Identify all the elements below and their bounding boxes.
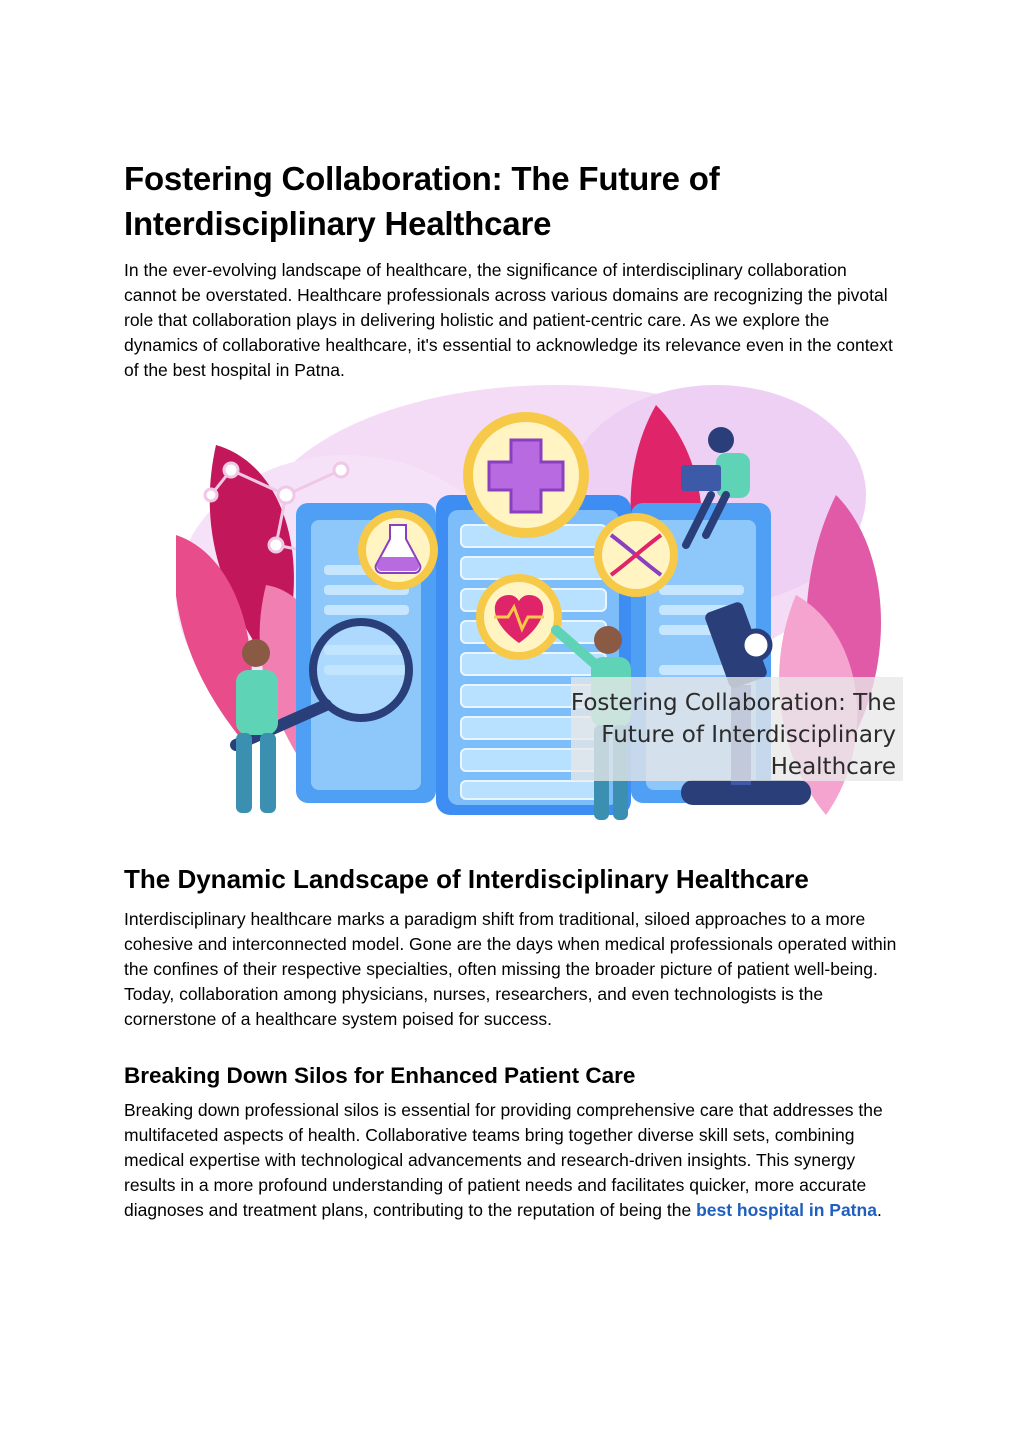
hero-caption-line-1: Fostering Collaboration: The <box>571 690 896 716</box>
heart-icon <box>476 574 562 660</box>
hero-caption-line-2: Future of Interdisciplinary <box>601 722 896 748</box>
best-hospital-link[interactable]: best hospital in Patna <box>696 1200 877 1220</box>
page-title: Fostering Collaboration: The Future of I… <box>124 160 720 242</box>
paragraph-end: . <box>876 1200 882 1220</box>
section-paragraph-dynamic-landscape: Interdisciplinary healthcare marks a par… <box>124 909 897 1029</box>
section-heading-dynamic-landscape: The Dynamic Landscape of Interdisciplina… <box>124 864 809 894</box>
hero-caption-line-3: Healthcare <box>771 754 896 780</box>
hero-caption-overlay: Fostering Collaboration: The Future of I… <box>571 677 903 781</box>
medical-cross-icon <box>463 412 589 538</box>
section-paragraph-breaking-silos: Breaking down professional silos is esse… <box>124 1098 899 1223</box>
person-with-laptop <box>681 427 750 549</box>
section-heading-breaking-silos: Breaking Down Silos for Enhanced Patient… <box>124 1063 636 1088</box>
dna-icon <box>594 513 678 597</box>
hero-illustration: Fostering Collaboration: The Future of I… <box>176 385 903 820</box>
flask-icon <box>358 510 438 590</box>
intro-paragraph: In the ever-evolving landscape of health… <box>124 260 893 380</box>
paragraph-text: Breaking down professional silos is esse… <box>124 1100 883 1220</box>
person-with-magnifier <box>236 639 278 813</box>
